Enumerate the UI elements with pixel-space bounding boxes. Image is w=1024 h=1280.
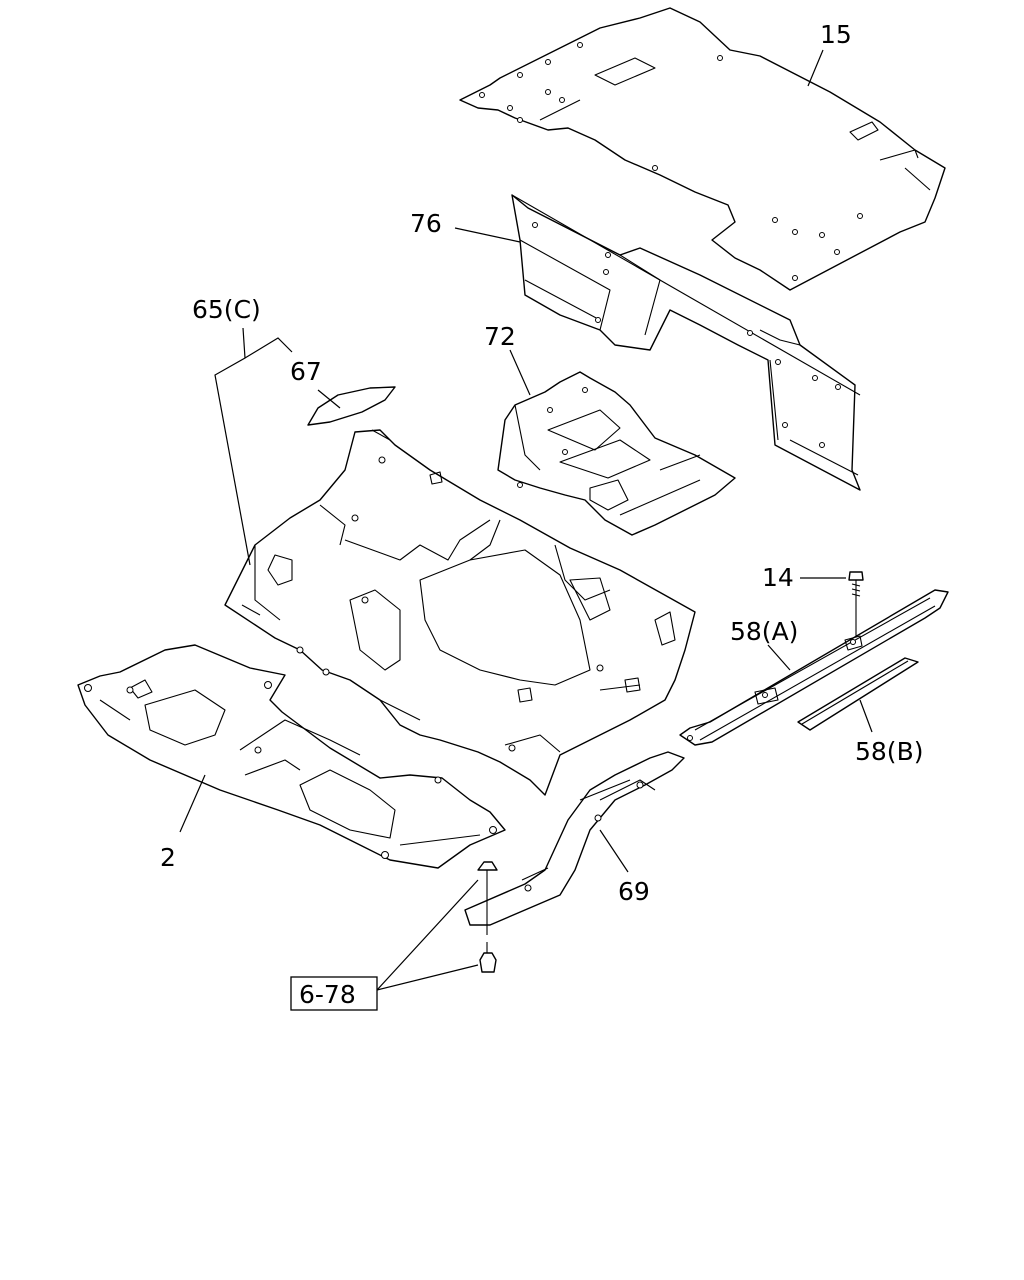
label-72: 72 [484, 322, 516, 351]
part-67-pad [307, 386, 396, 426]
part-58b-sill-strip [797, 657, 919, 731]
label-ref-6-78: 6-78 [299, 980, 356, 1009]
part-15-rear-panel [459, 7, 946, 291]
part-69-floor-rail [464, 751, 685, 926]
part-labels: 15 76 65(C) 67 72 14 58(A) 58(B) 2 69 [160, 20, 923, 906]
leader-lines [179, 49, 873, 991]
fastener-clip-bottom [479, 942, 497, 973]
label-65c: 65(C) [192, 295, 261, 324]
reference-box: 6-78 [290, 976, 378, 1011]
label-14: 14 [762, 563, 794, 592]
label-58a: 58(A) [730, 617, 798, 646]
label-76: 76 [410, 209, 442, 238]
part-72-insulator [497, 371, 736, 536]
label-15: 15 [820, 20, 852, 49]
label-2: 2 [160, 843, 176, 872]
part-76-cross-panel [511, 194, 861, 491]
part-14-screw [848, 571, 864, 636]
part-2-front-floor-pan [77, 644, 506, 869]
part-58a-sill-plate [679, 589, 949, 746]
fastener-clip-top [477, 861, 498, 935]
part-65c-front-floor [224, 429, 696, 796]
label-67: 67 [290, 357, 322, 386]
label-58b: 58(B) [855, 737, 923, 766]
label-69: 69 [618, 877, 650, 906]
